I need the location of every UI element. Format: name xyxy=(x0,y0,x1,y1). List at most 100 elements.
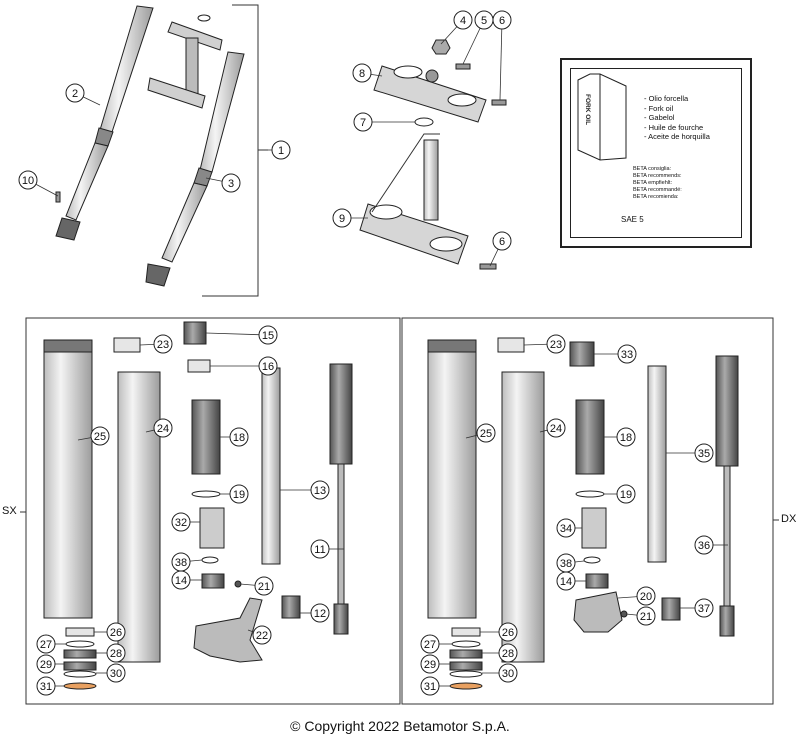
callout-c30a: 30 xyxy=(96,663,126,683)
callout-leader xyxy=(574,560,585,563)
callout-circle xyxy=(616,427,636,447)
callout-leader xyxy=(539,429,548,433)
ring-31-dx xyxy=(449,682,483,690)
callout-number: 9 xyxy=(339,213,345,225)
damper-rod-36-top xyxy=(715,355,739,467)
bushing-23-dx xyxy=(497,337,525,353)
callout-leader xyxy=(462,27,481,65)
ring-30-sx xyxy=(63,670,97,678)
callout-number: 25 xyxy=(480,428,492,440)
callout-c30b: 30 xyxy=(482,663,518,683)
callout-circle xyxy=(90,426,110,446)
callout-c25b: 25 xyxy=(465,423,496,443)
callout-leader xyxy=(35,183,59,197)
callout-c31b: 31 xyxy=(420,676,450,696)
callout-circle xyxy=(636,606,656,626)
callout-number: 27 xyxy=(424,639,436,651)
callout-c21b: 21 xyxy=(625,606,656,626)
callout-c10: 10 xyxy=(18,170,59,197)
leader-group-9 xyxy=(371,133,440,213)
spring-18-sx xyxy=(191,399,221,475)
callout-c6a: 6 xyxy=(492,10,512,101)
callout-number: 33 xyxy=(621,349,633,361)
callout-circle xyxy=(546,334,566,354)
copyright-notice: © Copyright 2022 Betamotor S.p.A. xyxy=(290,718,510,734)
spacer-16 xyxy=(187,359,211,373)
callout-c23a: 23 xyxy=(139,334,173,354)
callout-leader xyxy=(145,429,155,433)
callout-c18a: 18 xyxy=(220,427,249,447)
callout-number: 32 xyxy=(175,517,187,529)
foot-20 xyxy=(573,591,623,633)
callout-circle xyxy=(476,423,496,443)
callout-c29a: 29 xyxy=(36,654,64,674)
callout-number: 8 xyxy=(359,68,365,80)
fork-leg-right-assembly xyxy=(145,51,245,287)
callout-c29b: 29 xyxy=(420,654,450,674)
callout-c8: 8 xyxy=(352,63,383,83)
callout-number: 35 xyxy=(698,448,710,460)
callout-circle xyxy=(420,676,440,696)
callout-number: 1 xyxy=(278,145,284,157)
callout-number: 7 xyxy=(360,117,366,129)
fork-leg-left-assembly xyxy=(55,5,154,241)
callout-c35: 35 xyxy=(666,443,714,463)
damper-rod-36-foot xyxy=(719,605,735,637)
callout-c6b: 6 xyxy=(489,231,512,267)
callout-c7: 7 xyxy=(353,112,415,132)
callout-circle xyxy=(36,634,56,654)
spring-18-dx xyxy=(575,399,605,475)
callout-circle xyxy=(616,484,636,504)
callout-number: 27 xyxy=(40,639,52,651)
oil-name: Fork oil xyxy=(644,104,710,114)
callout-number: 14 xyxy=(560,576,572,588)
cartridge-tube-35 xyxy=(647,365,667,563)
callout-c2: 2 xyxy=(65,83,101,106)
callout-number: 5 xyxy=(481,15,487,27)
oil-recommend-list: BETA consiglia: BETA recommends: BETA em… xyxy=(633,166,682,201)
callout-leader xyxy=(82,96,101,106)
callout-leader xyxy=(205,332,260,336)
callout-c5: 5 xyxy=(462,10,494,65)
nut-4 xyxy=(431,39,451,55)
oil-name: Huile de fourche xyxy=(644,123,710,133)
oil-box-inner-frame: FORK OIL Olio forcella Fork oil Gabelol … xyxy=(570,68,742,238)
callout-number: 12 xyxy=(314,608,326,620)
callout-circle xyxy=(420,654,440,674)
fork-oil-can xyxy=(577,73,627,161)
callout-circle xyxy=(153,418,173,438)
callout-circle xyxy=(36,676,56,696)
oil-grade: SAE 5 xyxy=(621,215,644,224)
callout-number: 16 xyxy=(262,361,274,373)
callout-circle xyxy=(498,643,518,663)
callout-circle xyxy=(229,484,249,504)
callout-c31a: 31 xyxy=(36,676,64,696)
callout-circle xyxy=(353,112,373,132)
callout-c24a: 24 xyxy=(145,418,173,438)
o-ring-7 xyxy=(414,117,434,127)
recommend-line: BETA recommends: xyxy=(633,173,682,179)
callout-leader xyxy=(239,583,256,586)
callout-number: 37 xyxy=(698,603,710,615)
ring-31-sx xyxy=(63,682,97,690)
callout-circle xyxy=(153,334,173,354)
callout-c27a: 27 xyxy=(36,634,66,654)
callout-leader xyxy=(523,343,548,346)
callout-leader xyxy=(617,596,638,599)
callout-number: 23 xyxy=(157,339,169,351)
foot-22 xyxy=(193,597,263,663)
callout-c19b: 19 xyxy=(604,484,636,504)
callout-number: 24 xyxy=(157,423,169,435)
callout-circle xyxy=(694,598,714,618)
callout-c13: 13 xyxy=(280,480,330,500)
callout-circle xyxy=(310,539,330,559)
callout-c32: 32 xyxy=(171,512,200,532)
bolt-6-upper xyxy=(491,99,507,106)
frame-dx xyxy=(401,317,774,705)
wiper-29-dx xyxy=(449,661,483,671)
callout-circle xyxy=(546,418,566,438)
clip-38-dx xyxy=(583,556,601,564)
seal-26-sx xyxy=(65,627,95,637)
callout-circle xyxy=(498,663,518,683)
callout-circle xyxy=(310,480,330,500)
